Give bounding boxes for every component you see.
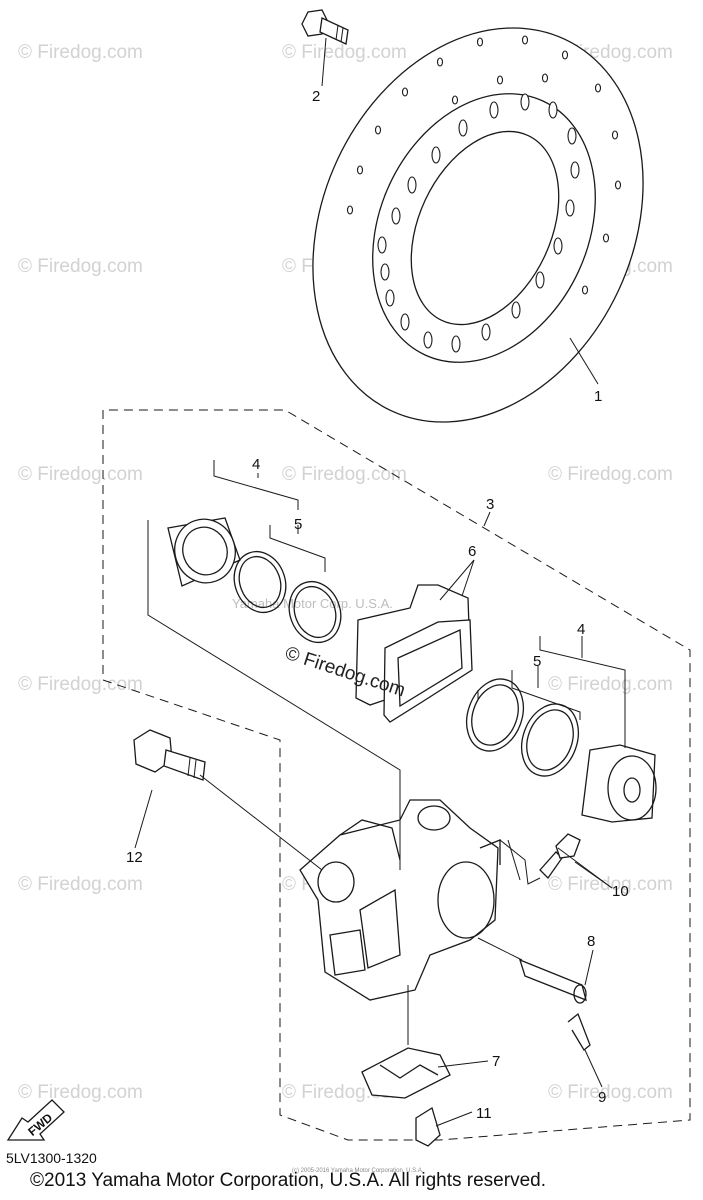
caliper-assembly-boundary <box>102 409 691 1141</box>
pin-clip <box>567 1012 591 1051</box>
callout-10: 10 <box>612 883 629 900</box>
brake-disc <box>312 27 644 423</box>
piston-seals-left <box>233 550 342 644</box>
callout-9: 9 <box>598 1089 606 1106</box>
brake-pads <box>355 584 473 723</box>
callout-1: 1 <box>594 388 602 405</box>
piston-right <box>581 744 657 823</box>
callout-12: 12 <box>126 849 143 866</box>
callout-2: 2 <box>312 88 320 105</box>
watermark-text: © Firedog.com <box>18 674 143 695</box>
watermark-text: © Firedog.com <box>18 1082 143 1103</box>
watermark-text: © Firedog.com <box>18 256 143 277</box>
piston-left <box>167 517 241 587</box>
callout-6: 6 <box>468 543 476 560</box>
callout-5-left: 5 <box>294 516 302 533</box>
piston-seals-right <box>465 678 580 777</box>
watermark-text: © Firedog.com <box>282 464 407 485</box>
tiny-notice: (c) 2005-2016 Yamaha Motor Corporation, … <box>292 1168 424 1174</box>
disc-bolt <box>301 9 349 45</box>
fwd-arrow-icon: FWD <box>6 1099 65 1141</box>
callout-7: 7 <box>492 1053 500 1070</box>
watermark-layer: © Firedog.com © Firedog.com © Firedog.co… <box>18 42 673 1103</box>
watermark-text: © Firedog.com <box>18 464 143 485</box>
copyright-notice: ©2013 Yamaha Motor Corporation, U.S.A. A… <box>30 1170 546 1191</box>
watermark-faint-text: Yamaha Motor Corp. U.S.A. <box>232 596 393 611</box>
pad-pin <box>518 958 587 1004</box>
watermark-text: © Firedog.com <box>548 1082 673 1103</box>
watermark-text: © Firedog.com <box>282 42 407 63</box>
caliper-body <box>299 799 501 1001</box>
caliper-bolt <box>133 729 206 781</box>
pad-retainer <box>415 1106 441 1147</box>
callout-5-right: 5 <box>533 653 541 670</box>
watermark-text: © Firedog.com <box>18 874 143 895</box>
callout-4-left: 4 <box>252 456 260 473</box>
watermark-text: © Firedog.com <box>18 42 143 63</box>
watermark-text: © Firedog.com <box>548 674 673 695</box>
bleed-screw <box>539 833 581 880</box>
callout-8: 8 <box>587 933 595 950</box>
callout-4-right: 4 <box>577 621 585 638</box>
watermark-text: © Firedog.com <box>548 464 673 485</box>
watermark-text: © Firedog.com <box>548 874 673 895</box>
callout-11: 11 <box>476 1105 492 1122</box>
leader-lines <box>134 37 626 1127</box>
diagram-code: 5LV1300-1320 <box>6 1150 97 1166</box>
callout-3: 3 <box>486 496 494 513</box>
pad-spring <box>361 1047 451 1099</box>
callout-labels: 2 1 3 4 5 6 4 5 12 10 8 7 9 11 <box>126 88 629 1122</box>
disc-holes <box>346 35 622 353</box>
